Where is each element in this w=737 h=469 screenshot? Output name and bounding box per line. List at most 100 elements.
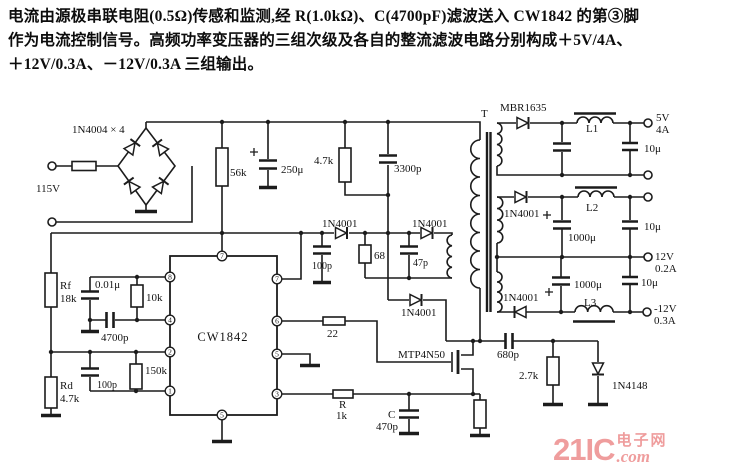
- resistor-source-sense: [473, 399, 487, 429]
- label-10u-2: 10μ: [644, 221, 661, 233]
- label-12v: 12V: [655, 251, 674, 263]
- label-l3: L3: [584, 297, 597, 309]
- label-1n4001-b: 1N4001: [503, 292, 538, 304]
- terminal-12v-top: [643, 192, 653, 202]
- label-2k7: 2.7k: [519, 370, 539, 382]
- resistor-rf: [44, 272, 58, 308]
- label-22: 22: [327, 328, 338, 340]
- watermark-com-suffix: .com: [616, 447, 651, 466]
- label-47p: 47p: [413, 258, 428, 269]
- label-1n4001-d: 1N4001: [412, 218, 447, 230]
- component-labels: 115V 1N4004 × 4 56k 250μ 4.7k 3300p T MB…: [36, 102, 677, 433]
- description-line-3: ＋12V/0.3A、－12V/0.3A 三组输出。: [8, 56, 264, 73]
- label-1n4148: 1N4148: [612, 380, 648, 392]
- diode-1n4001-12v: [514, 190, 528, 204]
- label-001u: 0.01μ: [95, 279, 120, 291]
- label-10k: 10k: [146, 292, 163, 304]
- resistors: [44, 147, 560, 429]
- label-c: C: [388, 409, 395, 421]
- terminal-ac-2: [47, 217, 57, 227]
- label-1000u-2: 1000μ: [574, 279, 602, 291]
- bridge-diode-2: [151, 138, 170, 157]
- diode-1n4148: [591, 362, 605, 376]
- terminal-12v: [643, 252, 653, 262]
- label-rd: Rd: [60, 380, 73, 392]
- label-680p: 680p: [497, 349, 520, 361]
- pin-top: 7: [220, 252, 224, 261]
- label-mbr1635: MBR1635: [500, 102, 547, 114]
- bridge-diode-4: [151, 176, 170, 195]
- primary-winding: [469, 139, 481, 341]
- label-150k: 150k: [145, 365, 168, 377]
- terminal-m12v: [642, 307, 652, 317]
- bridge-diode-3: [122, 176, 142, 195]
- label-bridge: 1N4004 × 4: [72, 124, 125, 136]
- label-18k: 18k: [60, 293, 77, 305]
- label-100p-left: 100p: [97, 380, 117, 391]
- label-470p: 470p: [376, 421, 399, 433]
- description-paragraph: 电流由源极串联电阻(0.5Ω)传感和监测,经 R(1.0kΩ)、C(4700pF…: [8, 5, 734, 77]
- aux-winding: [446, 234, 453, 279]
- pin-left-8: 8: [168, 273, 172, 282]
- pin-right-5: 5: [275, 350, 279, 359]
- description-line-1: 电流由源极串联电阻(0.5Ω)传感和监测,经 R(1.0kΩ)、C(4700pF…: [8, 8, 640, 25]
- watermark: 21IC 电子网 .com: [553, 417, 733, 465]
- label-r: R: [339, 399, 347, 411]
- label-115v: 115V: [36, 183, 60, 195]
- transformer-and-inductors: [446, 112, 617, 341]
- pin-left-2: 2: [168, 348, 172, 357]
- label-1n4001-e: 1N4001: [401, 307, 436, 319]
- label-10u-1: 10μ: [644, 143, 661, 155]
- secondary-winding-12v: [496, 196, 504, 244]
- electrolytic-plus-marks: [250, 148, 553, 296]
- watermark-cn-text: 电子网: [616, 433, 668, 449]
- wires: [50, 121, 644, 440]
- label-1n4001-a: 1N4001: [504, 208, 539, 220]
- pin-right-3: 3: [275, 390, 279, 399]
- terminal-5v-return: [643, 170, 653, 180]
- diode-1n4001-clamp: [409, 293, 423, 307]
- label-0-2a: 0.2A: [655, 263, 677, 275]
- label-1000u-1: 1000μ: [568, 232, 596, 244]
- label-4a: 4A: [656, 124, 670, 136]
- resistor-4k7-clamp: [338, 147, 352, 183]
- junction-dots: [48, 119, 633, 397]
- label-m12v: -12V: [654, 303, 677, 315]
- label-4700p: 4700p: [101, 332, 129, 344]
- label-0-3a: 0.3A: [654, 315, 676, 327]
- label-mtp4n50: MTP4N50: [398, 349, 446, 361]
- inductor-l2: [577, 190, 615, 198]
- resistor-22: [322, 316, 346, 326]
- label-l2: L2: [586, 202, 598, 214]
- label-250u: 250μ: [281, 164, 304, 176]
- terminals: [47, 118, 653, 317]
- capacitor-plates: [81, 141, 638, 419]
- pin-bottom: 5: [220, 411, 224, 420]
- label-5v: 5V: [656, 112, 670, 124]
- resistor-10k: [130, 284, 144, 308]
- transformer-core: [485, 112, 617, 323]
- resistor-56k: [215, 147, 229, 187]
- label-100p-vcc: 100p: [312, 261, 332, 272]
- diode-1n4001-m12v: [513, 305, 527, 319]
- diode-mbr1635: [516, 116, 530, 130]
- pin-left-1: 1: [168, 387, 172, 396]
- fuse-body: [71, 160, 97, 172]
- terminal-5v: [643, 118, 653, 128]
- ic-cw1842: CW1842 7 5 8 4 2 1 7 6 5 3: [164, 250, 283, 421]
- resistor-68: [358, 244, 372, 264]
- resistor-2k7: [546, 356, 560, 386]
- label-56k: 56k: [230, 167, 247, 179]
- pin-right-6: 6: [275, 317, 279, 326]
- label-l1: L1: [586, 123, 598, 135]
- inductor-l3: [574, 304, 614, 313]
- terminal-ac-1: [47, 161, 57, 171]
- watermark-brand: 21IC: [553, 432, 615, 467]
- label-rf: Rf: [60, 280, 71, 292]
- resistor-1k: [332, 389, 354, 399]
- label-4k7-clamp: 4.7k: [314, 155, 334, 167]
- label-68: 68: [374, 250, 386, 262]
- secondary-winding-m12v: [496, 271, 503, 313]
- ground-symbols: [41, 185, 608, 444]
